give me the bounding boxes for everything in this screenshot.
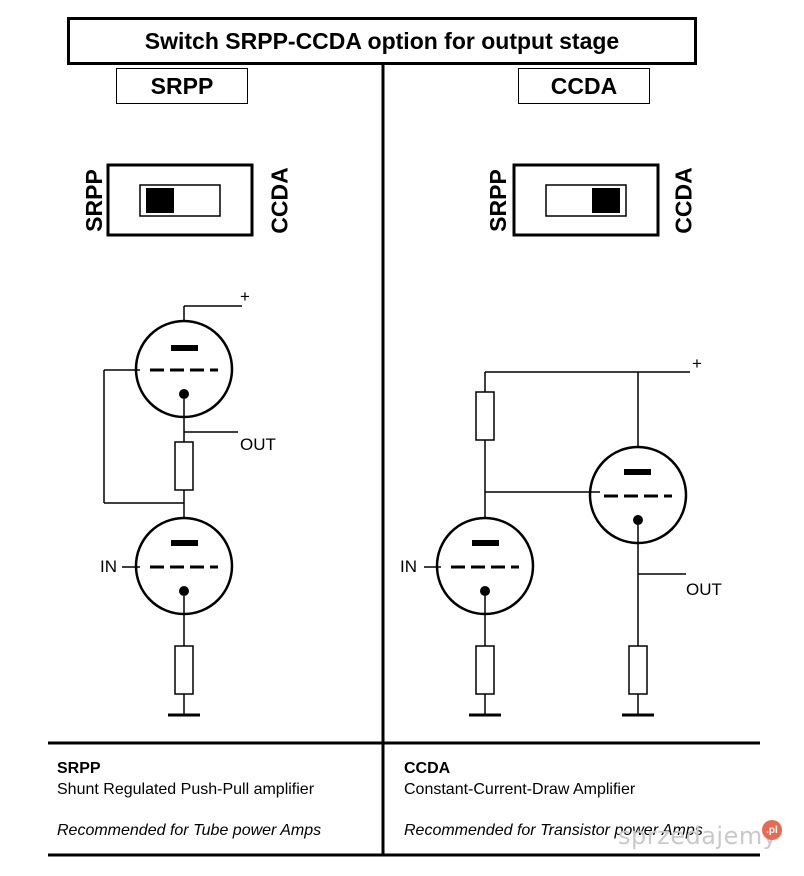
srpp-caption-title: SRPP — [57, 760, 101, 777]
page-title: Switch SRPP-CCDA option for output stage — [67, 17, 697, 65]
srpp-circuit — [103, 305, 242, 717]
srpp-plus-label: + — [240, 287, 250, 306]
srpp-switch — [106, 163, 254, 237]
watermark-badge: .pl — [762, 820, 782, 840]
ccda-caption-title: CCDA — [404, 760, 451, 777]
ccda-plus-label: + — [692, 354, 702, 373]
ccda-caption-note: Recommended for Transistor power Amps — [404, 822, 703, 839]
watermark-text: sprzedajemy — [618, 822, 778, 850]
ccda-switch — [512, 163, 660, 237]
srpp-switch-left-label: SRPP — [80, 169, 107, 232]
srpp-switch-right-label: CCDA — [266, 167, 293, 234]
ccda-switch-left-label: SRPP — [484, 169, 511, 232]
srpp-out-label: OUT — [240, 435, 276, 454]
srpp-caption-name: Shunt Regulated Push-Pull amplifier — [57, 781, 315, 798]
ccda-out-label: OUT — [686, 580, 722, 599]
ccda-in-label: IN — [400, 557, 417, 576]
ccda-switch-right-label: CCDA — [670, 167, 697, 234]
srpp-caption-note: Recommended for Tube power Amps — [57, 822, 322, 839]
ccda-caption-name: Constant-Current-Draw Amplifier — [404, 781, 636, 798]
ccda-circuit — [424, 371, 690, 717]
srpp-label: SRPP — [116, 68, 248, 104]
ccda-label: CCDA — [518, 68, 650, 104]
srpp-in-label: IN — [100, 557, 117, 576]
